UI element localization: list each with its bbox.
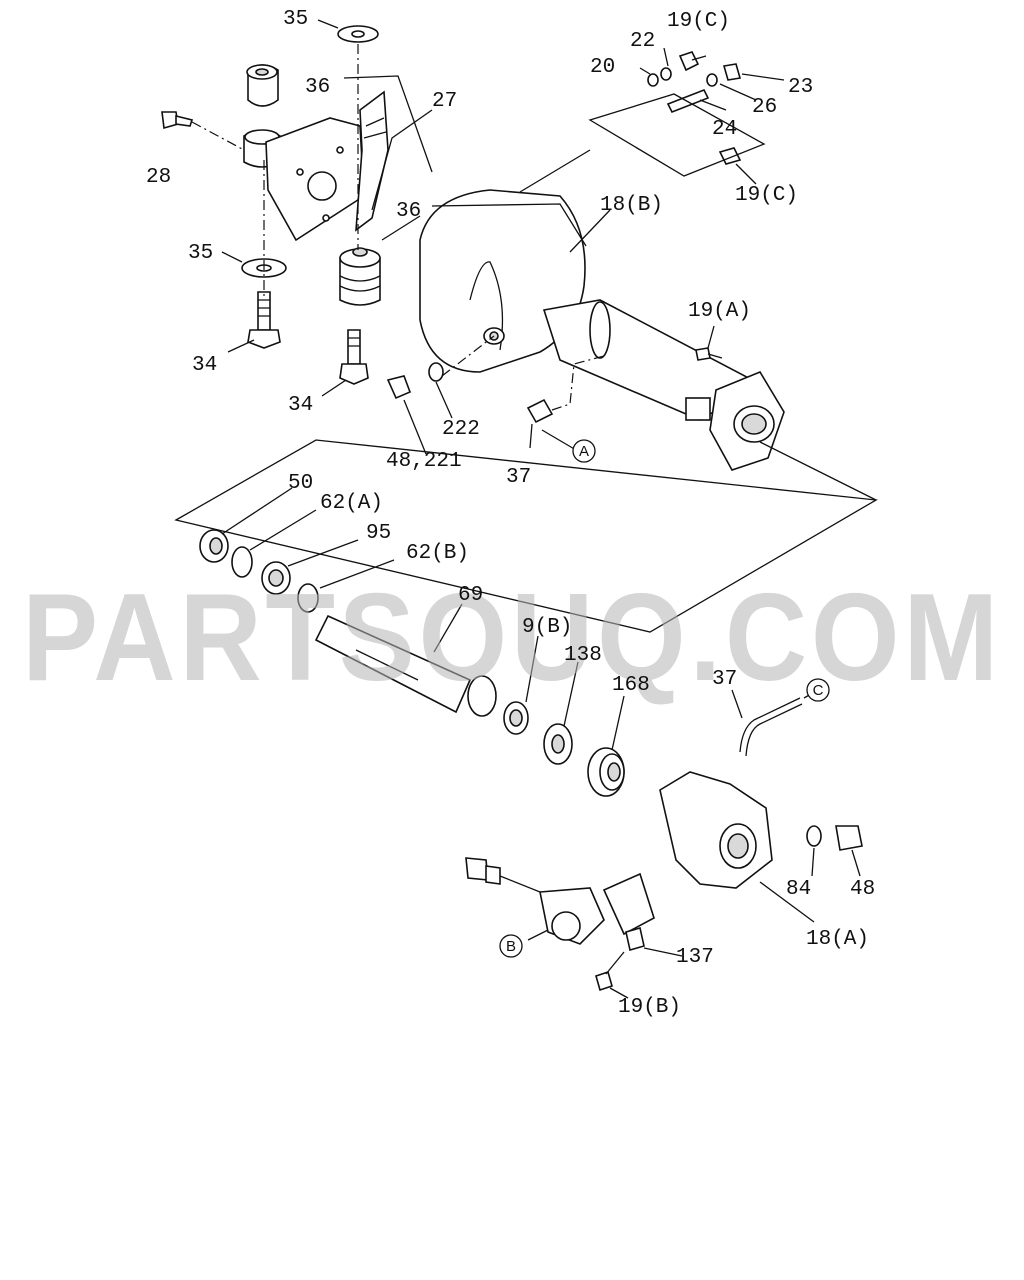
callout-34-mid: 34 <box>288 394 313 417</box>
callout-69: 69 <box>458 584 483 607</box>
callout-35-low: 35 <box>188 242 213 265</box>
callout-18a: 18(A) <box>806 928 869 951</box>
callout-36-top: 36 <box>305 76 330 99</box>
callout-62a: 62(A) <box>320 492 383 515</box>
callout-26: 26 <box>752 96 777 119</box>
callout-19b: 19(B) <box>618 996 681 1019</box>
callout-22: 22 <box>630 30 655 53</box>
lower-drivetrain-parts <box>199 529 863 992</box>
callout-23: 23 <box>788 76 813 99</box>
ref-label-b: B <box>506 938 516 955</box>
callout-24: 24 <box>712 118 737 141</box>
callout-37-low: 37 <box>712 668 737 691</box>
callout-35-top: 35 <box>283 8 308 31</box>
leader-lines <box>221 19 861 999</box>
callout-36-mid: 36 <box>396 200 421 223</box>
callout-20: 20 <box>590 56 615 79</box>
callout-19c-top: 19(C) <box>667 10 730 33</box>
callout-28: 28 <box>146 166 171 189</box>
callout-48-221: 48,221 <box>386 450 462 473</box>
callout-222: 222 <box>442 418 480 441</box>
callout-27: 27 <box>432 90 457 113</box>
callout-62b: 62(B) <box>406 542 469 565</box>
watermark: PARTSOUQ.COM <box>22 569 1002 707</box>
callout-48-low: 48 <box>850 878 875 901</box>
ref-label-a: A <box>579 443 589 460</box>
upper-mount-bracket <box>161 25 389 385</box>
callout-19c-low: 19(C) <box>735 184 798 207</box>
callout-137: 137 <box>676 946 714 969</box>
callout-9b: 9(B) <box>522 616 572 639</box>
callout-95: 95 <box>366 522 391 545</box>
callout-34-left: 34 <box>192 354 217 377</box>
reference-circle-c: C <box>806 678 830 702</box>
differential-carrier <box>386 189 785 471</box>
callout-168: 168 <box>612 674 650 697</box>
reference-circle-a: A <box>572 439 596 463</box>
callout-labels: 35 36 27 28 36 35 34 34 19(C) 22 20 23 2… <box>146 8 875 1019</box>
reference-circle-b: B <box>499 934 523 958</box>
callout-37-top: 37 <box>506 466 531 489</box>
ref-label-c: C <box>813 682 824 699</box>
callout-50: 50 <box>288 472 313 495</box>
callout-138: 138 <box>564 644 602 667</box>
callout-18b: 18(B) <box>600 194 663 217</box>
upper-right-fasteners <box>519 51 766 193</box>
callout-19a: 19(A) <box>688 300 751 323</box>
callout-84: 84 <box>786 878 811 901</box>
